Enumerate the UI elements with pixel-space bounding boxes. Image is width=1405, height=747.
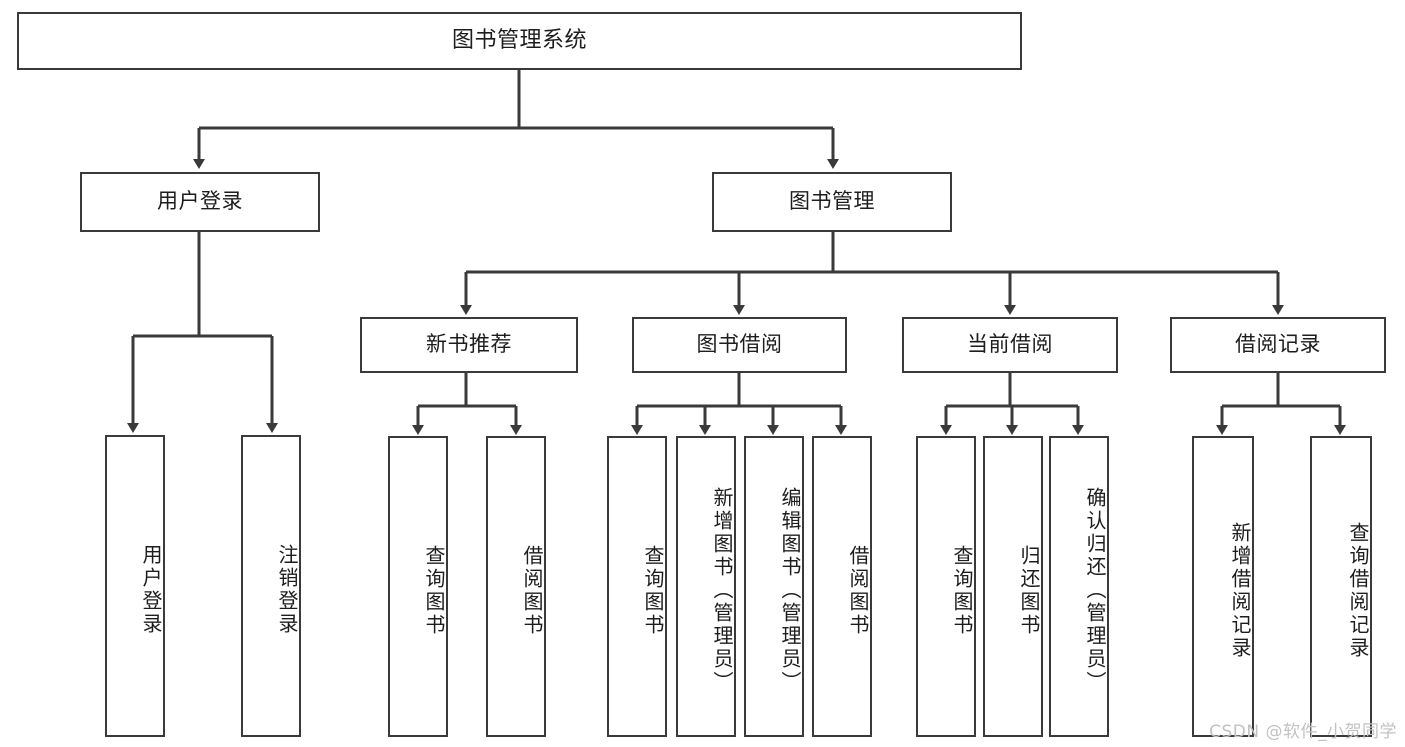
node-leaf-edit-book[interactable]: 编辑图书（管理员） xyxy=(744,436,804,737)
node-new-book-rec-label: 新书推荐 xyxy=(426,332,512,357)
node-leaf-query-book-borrow[interactable]: 查询图书 xyxy=(607,436,667,737)
node-user-login[interactable]: 用户登录 xyxy=(80,172,320,232)
node-leaf-query-book-borrow-label: 查询图书 xyxy=(641,544,665,637)
node-leaf-add-book[interactable]: 新增图书（管理员） xyxy=(676,436,736,737)
node-leaf-user-login-label: 用户登录 xyxy=(139,544,163,636)
node-leaf-add-record-label: 新增借阅记录 xyxy=(1228,521,1252,660)
node-leaf-query-book-rec-label: 查询图书 xyxy=(422,544,446,637)
node-leaf-borrow-book[interactable]: 借阅图书 xyxy=(812,436,872,737)
node-leaf-query-book-rec[interactable]: 查询图书 xyxy=(388,436,448,737)
node-leaf-add-book-label: 新增图书（管理员） xyxy=(710,487,734,694)
node-leaf-query-book-current-label: 查询图书 xyxy=(950,544,974,637)
node-leaf-query-record-label: 查询借阅记录 xyxy=(1346,521,1370,660)
node-leaf-borrow-book-label: 借阅图书 xyxy=(846,544,870,637)
node-borrow-record[interactable]: 借阅记录 xyxy=(1170,317,1386,373)
node-user-login-label: 用户登录 xyxy=(157,189,243,214)
csdn-watermark: CSDN @软件_小贺同学 xyxy=(1209,722,1397,742)
node-new-book-rec[interactable]: 新书推荐 xyxy=(360,317,578,373)
node-leaf-return-book[interactable]: 归还图书 xyxy=(983,436,1043,737)
node-book-manage-label: 图书管理 xyxy=(789,189,875,214)
node-leaf-user-login[interactable]: 用户登录 xyxy=(105,435,165,737)
node-leaf-logout-label: 注销登录 xyxy=(275,544,299,636)
node-leaf-query-record[interactable]: 查询借阅记录 xyxy=(1310,436,1372,737)
node-book-manage[interactable]: 图书管理 xyxy=(712,172,952,232)
node-leaf-add-record[interactable]: 新增借阅记录 xyxy=(1192,436,1254,737)
node-root-label: 图书管理系统 xyxy=(451,27,587,53)
node-current-borrow-label: 当前借阅 xyxy=(967,332,1053,357)
node-leaf-confirm-return[interactable]: 确认归还（管理员） xyxy=(1049,436,1109,737)
node-leaf-query-book-current[interactable]: 查询图书 xyxy=(916,436,976,737)
node-book-borrow[interactable]: 图书借阅 xyxy=(632,317,847,373)
node-leaf-confirm-return-label: 确认归还（管理员） xyxy=(1083,487,1107,694)
node-leaf-edit-book-label: 编辑图书（管理员） xyxy=(778,487,802,694)
node-leaf-return-book-label: 归还图书 xyxy=(1017,544,1041,637)
node-leaf-borrow-book-rec[interactable]: 借阅图书 xyxy=(486,436,546,737)
node-leaf-borrow-book-rec-label: 借阅图书 xyxy=(520,544,544,637)
node-book-borrow-label: 图书借阅 xyxy=(696,332,783,357)
node-leaf-logout[interactable]: 注销登录 xyxy=(241,435,301,737)
node-current-borrow[interactable]: 当前借阅 xyxy=(902,317,1118,373)
node-borrow-record-label: 借阅记录 xyxy=(1235,332,1321,357)
node-root[interactable]: 图书管理系统 xyxy=(17,12,1022,70)
